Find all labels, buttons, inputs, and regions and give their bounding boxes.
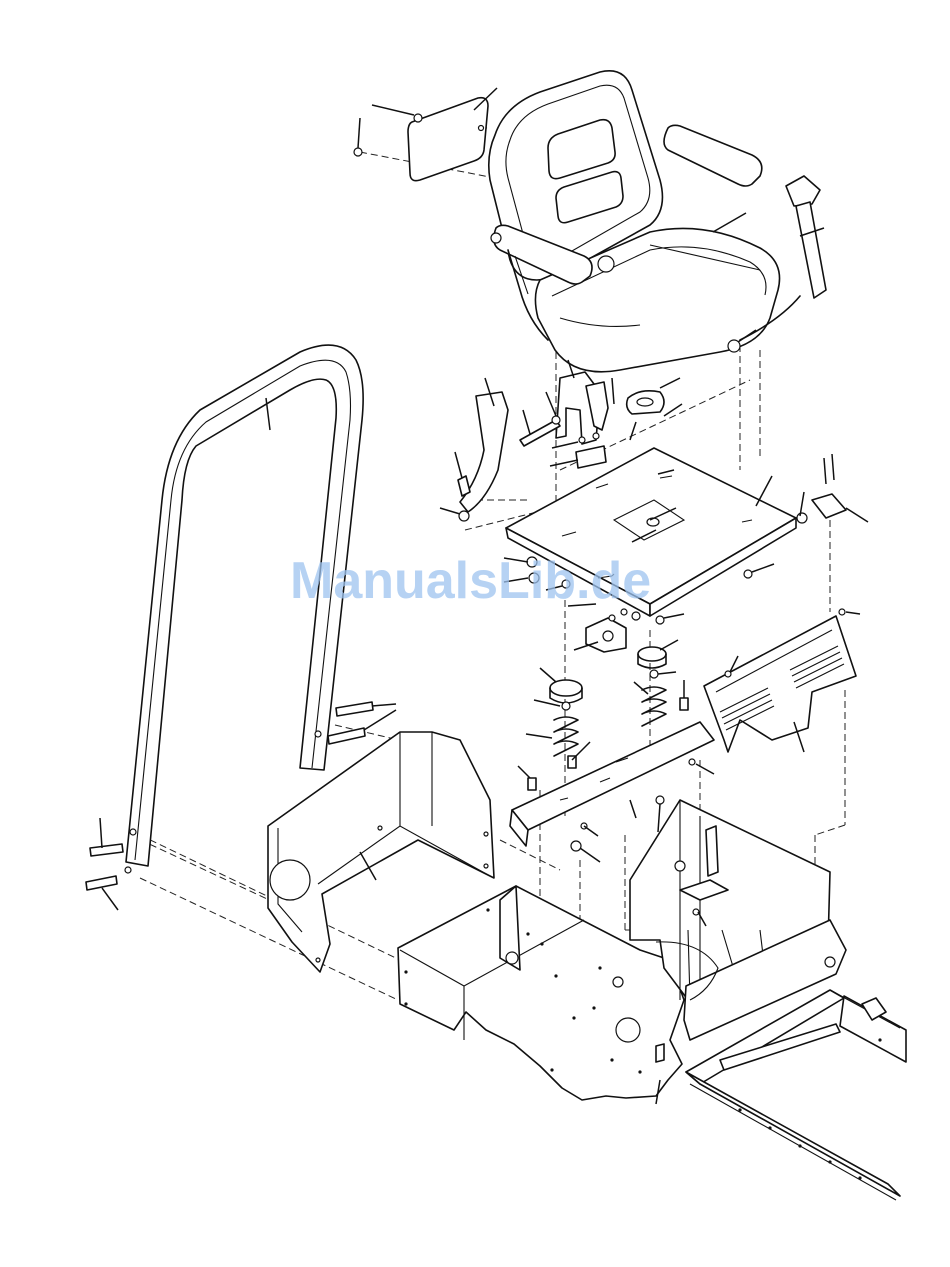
rail-holes [738,1038,881,1179]
seat-back-plate [354,88,497,181]
perforated-guard [704,609,860,752]
seat [489,71,780,372]
watermark-text: ManualsLib.de [290,552,651,610]
